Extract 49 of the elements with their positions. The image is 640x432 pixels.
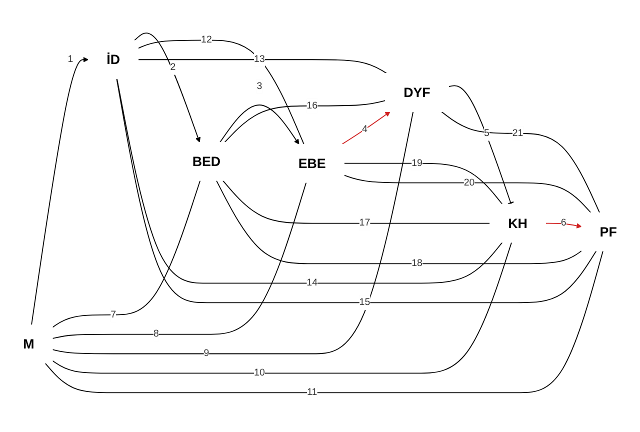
node-text: M (23, 336, 34, 352)
connector (216, 180, 582, 264)
arrow (342, 110, 390, 144)
connector (44, 250, 604, 393)
node-text: DYF (404, 84, 430, 100)
edge-label: 2 (170, 62, 176, 72)
connector (344, 174, 592, 213)
connector (52, 242, 512, 374)
arrow (134, 32, 200, 142)
edge-label: 9 (204, 348, 210, 358)
edge-label: 19 (412, 157, 422, 168)
node-text: İD (106, 52, 120, 67)
edge-label: 16 (306, 100, 318, 110)
edge-label: 5 (484, 128, 490, 138)
edge-label: 8 (153, 328, 159, 339)
edge-label: 18 (412, 258, 422, 268)
edge-label: 13 (254, 54, 265, 64)
edge-label: 21 (512, 127, 524, 138)
edge-label: 17 (359, 217, 370, 228)
node-text: KH (508, 215, 528, 230)
node-text: EBE (298, 155, 326, 171)
connector (116, 78, 503, 284)
node-text: BED (192, 153, 221, 169)
arrow (545, 222, 582, 228)
edge-label: 14 (306, 277, 318, 288)
connector (441, 110, 600, 213)
edge-label: 12 (201, 34, 212, 45)
edge-label: 1 (68, 54, 74, 64)
edge-label: 4 (362, 124, 368, 134)
connector (224, 100, 386, 142)
edge-label: 3 (256, 80, 262, 91)
connector (138, 39, 304, 144)
edge-label: 6 (560, 217, 566, 228)
connector (52, 182, 307, 338)
connector (448, 84, 514, 204)
connector (344, 162, 503, 204)
edge-label: 11 (307, 386, 318, 398)
node-text: PF (600, 224, 617, 239)
arrow (220, 104, 300, 144)
edge-label: 15 (359, 296, 370, 308)
arrow (31, 56, 89, 325)
connector (222, 180, 490, 224)
connector (138, 58, 387, 74)
connector (52, 180, 201, 328)
edge-label: 7 (110, 308, 116, 320)
connector (52, 110, 414, 354)
connector (116, 78, 597, 303)
edge-label: 10 (254, 367, 265, 378)
edge-label: 20 (464, 176, 475, 188)
